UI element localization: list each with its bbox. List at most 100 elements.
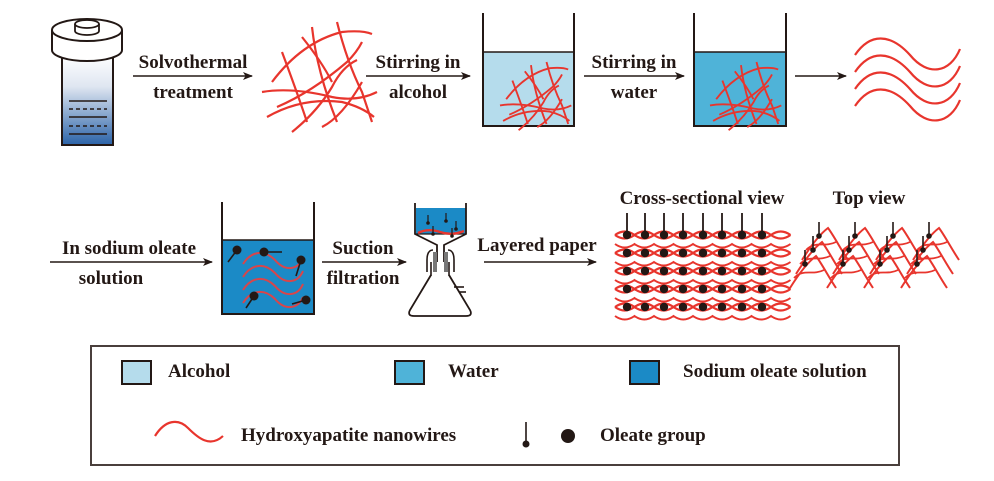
oleate-head: [717, 302, 727, 312]
oleate-head: [659, 284, 669, 294]
oleate-head: [659, 248, 669, 258]
oleate-head: [926, 233, 932, 239]
nanowire-strand: [830, 269, 862, 279]
oleate-head: [640, 266, 650, 276]
oleate-head: [698, 266, 708, 276]
oleate-head: [717, 266, 727, 276]
step-label-solvothermal: Solvothermal: [138, 52, 248, 73]
oleate-head: [622, 302, 632, 312]
nanowire-strand: [536, 98, 563, 128]
oleate-head: [890, 233, 896, 239]
oleate-head: [840, 261, 846, 267]
oleate-head: [914, 261, 920, 267]
nanowire-strand: [242, 265, 304, 282]
oleate-head: [249, 291, 259, 301]
nanowire-layer: [614, 260, 792, 267]
aligned-nanowires-icon: [854, 37, 962, 122]
nanowire-strand: [266, 99, 375, 118]
nanowire-strand: [505, 66, 569, 100]
legend: [90, 345, 900, 466]
oleate-head: [444, 219, 448, 223]
oleate-head: [698, 230, 708, 240]
oleate-head: [737, 230, 747, 240]
step-label-sodium-oleate-2: solution: [78, 268, 144, 289]
legend-label-alcohol: Alcohol: [168, 361, 231, 382]
nanowire-strand: [793, 269, 825, 279]
nanowire-strand: [740, 64, 758, 125]
oleate-head: [622, 266, 632, 276]
oleate-head: [698, 248, 708, 258]
oleate-head: [301, 295, 311, 305]
nanowire-layer: [614, 278, 792, 285]
top-view-diagram: [789, 222, 960, 289]
legend-label-oleate-group: Oleate group: [600, 425, 706, 446]
oleate-head: [450, 234, 454, 238]
step-label-stir-water-2: water: [610, 82, 658, 103]
legend-label-sodium-oleate: Sodium oleate solution: [683, 361, 867, 382]
autoclave-icon: [51, 18, 123, 146]
nanowire-strand: [301, 36, 333, 83]
nanowire-strand: [867, 269, 899, 279]
oleate-head: [757, 302, 767, 312]
nanowire-strand: [291, 59, 358, 133]
oleate-head: [846, 247, 852, 253]
nanowire-strand: [242, 252, 304, 269]
beaker-sodium-oleate-icon: [221, 202, 315, 315]
oleate-head: [678, 230, 688, 240]
nanowire-strand: [904, 269, 936, 279]
oleate-head: [717, 248, 727, 258]
step-label-suction-2: filtration: [326, 268, 400, 289]
oleate-head: [698, 284, 708, 294]
nanowire-strand: [524, 70, 545, 100]
oleate-head: [698, 302, 708, 312]
oleate-head: [717, 284, 727, 294]
oleate-head: [877, 261, 883, 267]
oleate-head: [810, 247, 816, 253]
oleate-head: [659, 230, 669, 240]
legend-label-nanowires: Hydroxyapatite nanowires: [241, 425, 457, 446]
step-label-suction: Suction: [332, 238, 394, 259]
nanowire-strand: [746, 98, 773, 128]
oleate-head: [622, 284, 632, 294]
oleate-head: [717, 230, 727, 240]
suction-filtration-icon: [408, 203, 472, 317]
nanowire-strand: [502, 110, 571, 122]
legend-swatch-water: [394, 360, 425, 385]
oleate-head: [757, 230, 767, 240]
oleate-head: [678, 302, 688, 312]
nanowire-strand: [715, 66, 779, 100]
legend-swatch-sodium-oleate: [629, 360, 660, 385]
nanowire-strand: [718, 73, 773, 116]
nanowire-strand: [310, 26, 339, 123]
nanowire-layer: [614, 242, 792, 249]
oleate-head: [757, 284, 767, 294]
oleate-head: [640, 248, 650, 258]
legend-oleate-dot-icon: [561, 429, 575, 443]
nanowire-strand: [518, 84, 560, 131]
oleate-head: [678, 266, 688, 276]
oleate-head: [852, 233, 858, 239]
nanowire-strand: [734, 70, 755, 100]
oleate-head: [622, 230, 632, 240]
beaker-water-icon: [693, 13, 787, 131]
nanowire-layer: [614, 296, 792, 303]
nanowire-strand: [854, 54, 962, 88]
oleate-head: [920, 247, 926, 253]
nanowire-strand: [276, 41, 363, 109]
beaker-alcohol-icon: [482, 13, 575, 131]
nanowire-strand: [854, 71, 962, 105]
step-label-sodium-oleate: In sodium oleate: [61, 238, 197, 259]
step-label-solvothermal-2: treatment: [153, 82, 233, 103]
legend-oleate-stick-icon: [522, 422, 530, 448]
oleate-head: [737, 302, 747, 312]
oleate-head: [431, 232, 435, 236]
oleate-head: [737, 248, 747, 258]
top-view-title: Top view: [832, 188, 906, 209]
tangled-nanowires-icon: [261, 21, 378, 133]
nanowire-strand: [261, 89, 378, 100]
oleate-head: [757, 266, 767, 276]
nanowire-strand: [854, 88, 962, 122]
nanowire-strand: [508, 73, 563, 116]
oleate-head: [622, 248, 632, 258]
